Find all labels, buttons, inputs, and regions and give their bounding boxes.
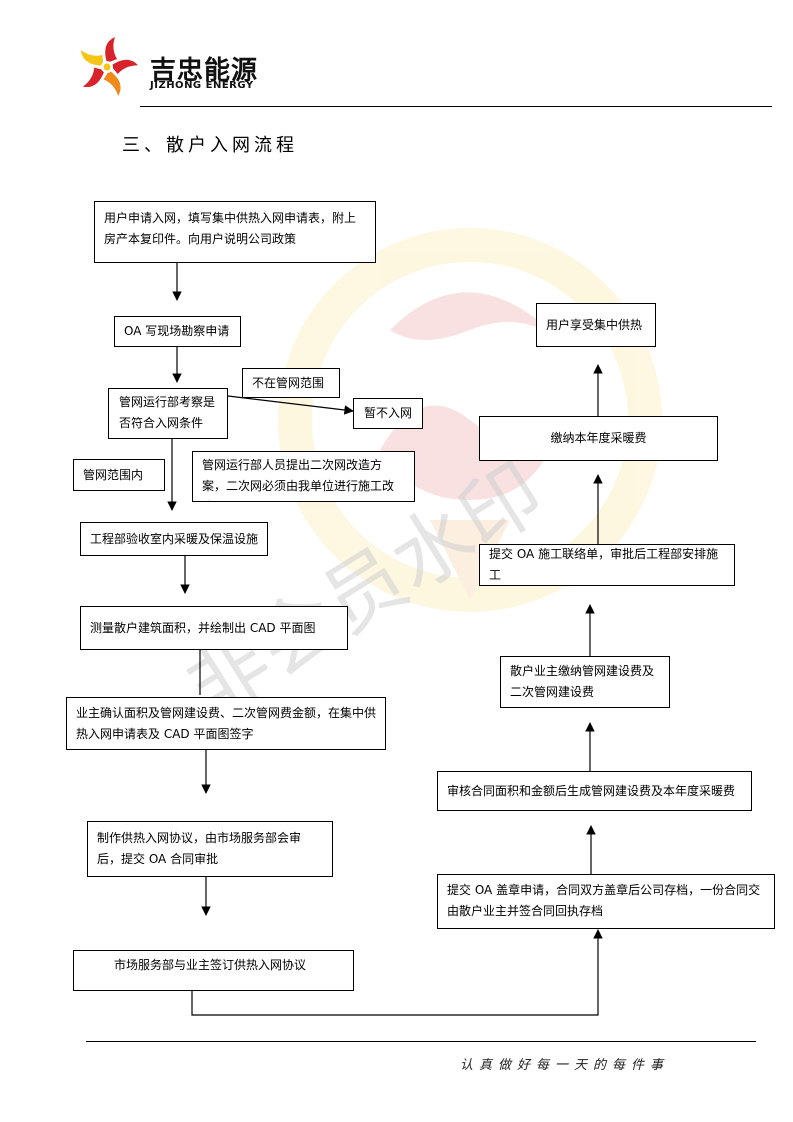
pinwheel-flame-icon [80, 37, 139, 96]
step-pay-heating: 缴纳本年度采暖费 [479, 416, 718, 461]
step-pay-construction: 散户业主缴纳管网建设费及二次管网建设费 [500, 656, 670, 708]
step-measure: 测量散户建筑面积，并绘制出 CAD 平面图 [80, 606, 348, 650]
step-draft-agreement: 制作供热入网协议，由市场服务部会审后，提交 OA 合同审批 [87, 821, 333, 877]
step-oa-construction: 提交 OA 施工联络单，审批后工程部安排施工 [479, 544, 735, 586]
note-renovation: 管网运行部人员提出二次网改造方案，二次网必须由我单位进行施工改造 [192, 451, 415, 502]
step-inspect: 管网运行部考察是否符合入网条件 [108, 388, 228, 439]
step-oa-survey: OA 写现场勘察申请 [114, 316, 241, 347]
step-audit-fees: 审核合同面积和金额后生成管网建设费及本年度采暖费 [437, 771, 752, 811]
arrow-3-out [227, 395, 354, 415]
label-out-of-range: 不在管网范围 [242, 368, 340, 398]
step-enjoy-heating: 用户享受集中供热 [536, 303, 656, 347]
brand-name-en: JIZHONG ENERGY [150, 80, 254, 91]
step-oa-seal: 提交 OA 盖章申请，合同双方盖章后公司存档，一份合同交由散户业主并签合同回执存… [437, 874, 775, 929]
step-apply: 用户申请入网，填写集中供热入网申请表，附上房产本复印件。向用户说明公司政策 [94, 201, 376, 263]
label-in-range: 管网范围内 [73, 459, 165, 491]
step-acceptance: 工程部验收室内采暖及保温设施 [80, 522, 268, 556]
arrow-8-9 [191, 929, 603, 1016]
step-confirm-sign: 业主确认面积及管网建设费、二次管网费金额，在集中供热入网申请表及 CAD 平面图… [66, 697, 386, 750]
step-no-entry: 暂不入网 [353, 398, 423, 429]
footer-slogan: 认真做好每一天的每件事 [460, 1058, 670, 1073]
step-sign-agreement: 市场服务部与业主签订供热入网协议 [73, 950, 354, 991]
header-divider [140, 106, 772, 107]
footer-divider [86, 1041, 756, 1042]
page-title: 三、散户入网流程 [122, 135, 298, 156]
brand-name-cn: 吉忠能源 [150, 56, 259, 86]
